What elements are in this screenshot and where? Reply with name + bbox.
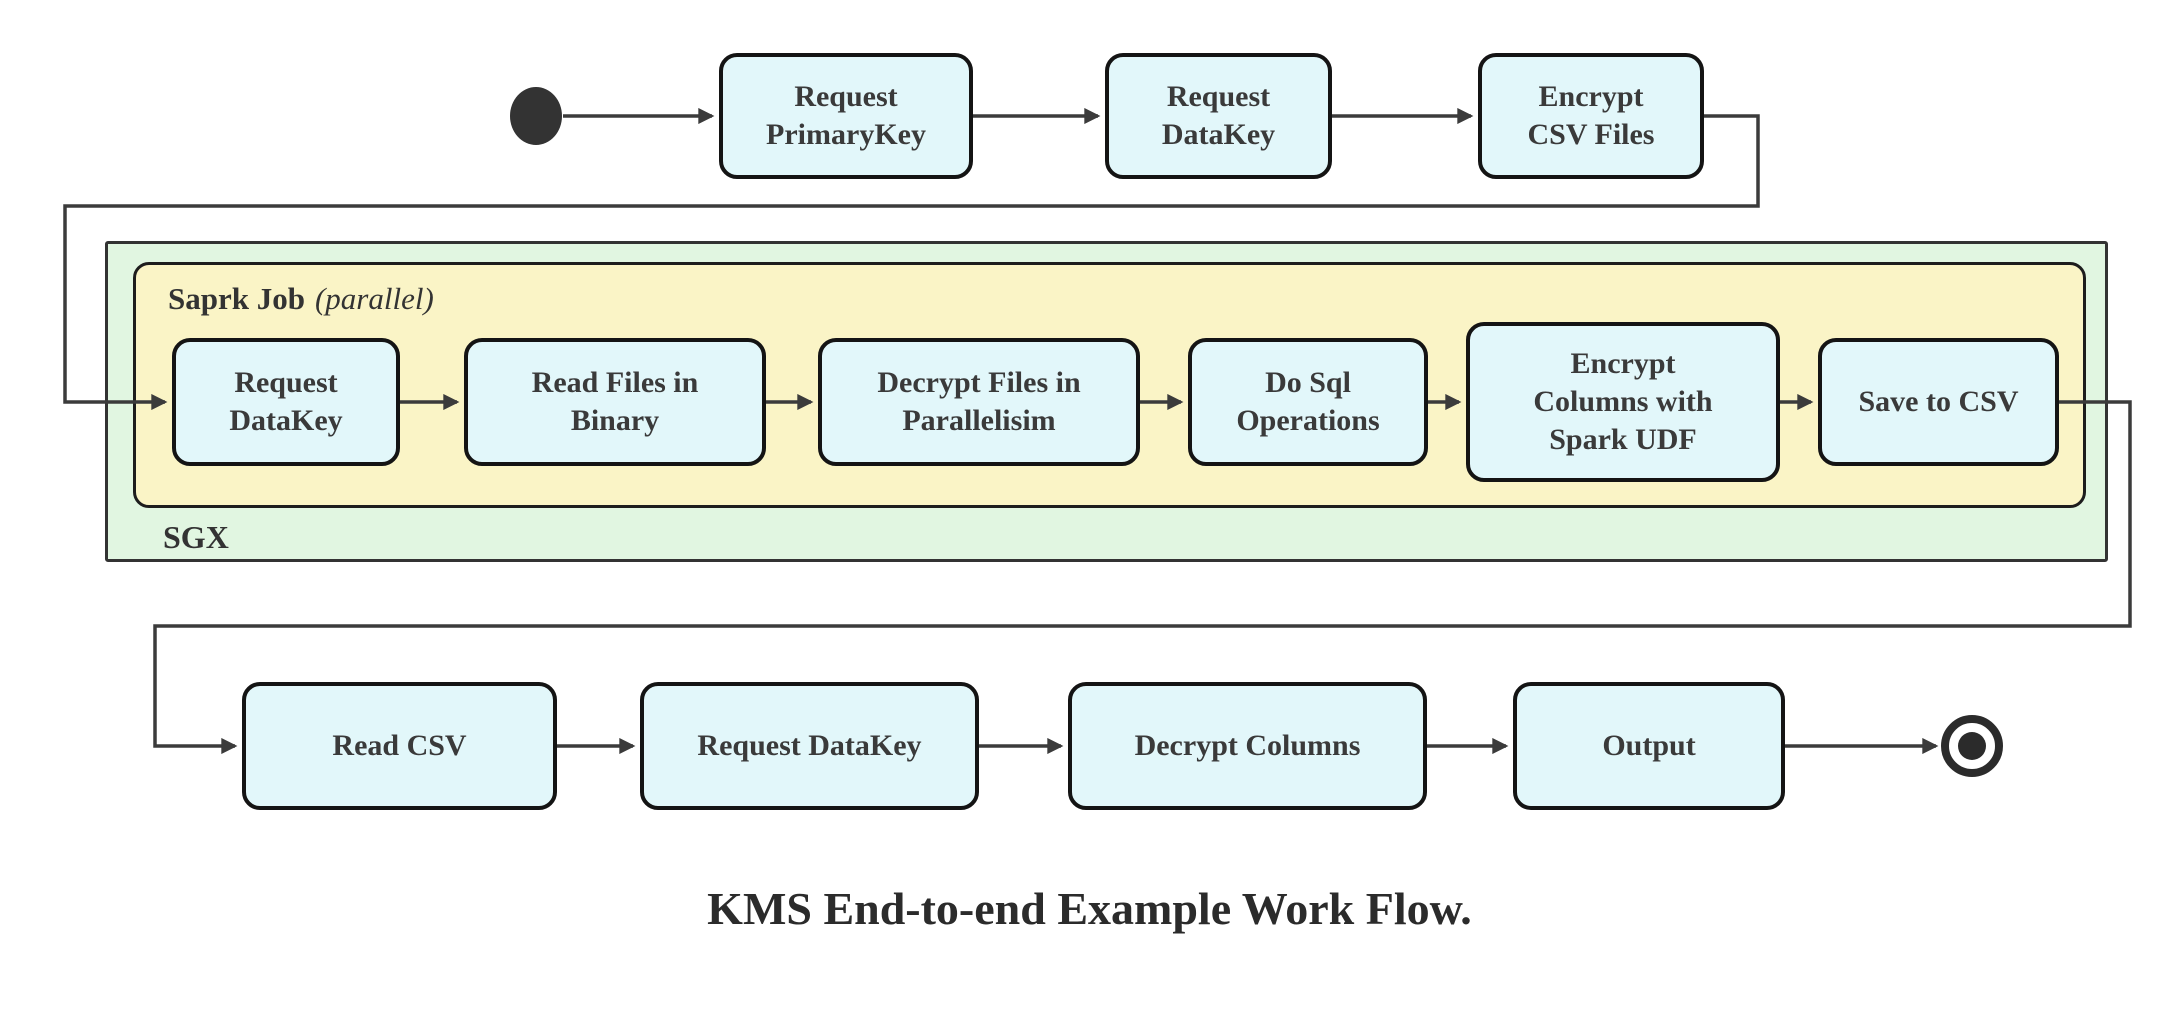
node-request-datakey-top: Request DataKey bbox=[1105, 53, 1332, 179]
node-encrypt-csv-files: Encrypt CSV Files bbox=[1478, 53, 1704, 179]
spark-job-label-parallel: (parallel) bbox=[314, 281, 434, 316]
node-encrypt-columns-with-spark-udf: Encrypt Columns with Spark UDF bbox=[1466, 322, 1780, 482]
diagram-caption: KMS End-to-end Example Work Flow. bbox=[707, 883, 1472, 934]
node-decrypt-files-in-parallelisim: Decrypt Files in Parallelisim bbox=[818, 338, 1140, 466]
node-save-to-csv: Save to CSV bbox=[1818, 338, 2059, 466]
spark-job-label: Saprk Job (parallel) bbox=[168, 281, 434, 317]
node-request-datakey-client: Request DataKey bbox=[640, 682, 979, 810]
sgx-label: SGX bbox=[163, 519, 229, 555]
node-request-primarykey: Request PrimaryKey bbox=[719, 53, 973, 179]
spark-job-label-name: Saprk Job bbox=[168, 281, 305, 316]
node-output: Output bbox=[1513, 682, 1785, 810]
start-state-icon bbox=[510, 87, 562, 145]
node-request-datakey-spark: Request DataKey bbox=[172, 338, 400, 466]
end-state-icon bbox=[1941, 715, 2003, 777]
node-read-files-in-binary: Read Files in Binary bbox=[464, 338, 766, 466]
node-do-sql-operations: Do Sql Operations bbox=[1188, 338, 1428, 466]
node-read-csv: Read CSV bbox=[242, 682, 557, 810]
node-decrypt-columns: Decrypt Columns bbox=[1068, 682, 1427, 810]
